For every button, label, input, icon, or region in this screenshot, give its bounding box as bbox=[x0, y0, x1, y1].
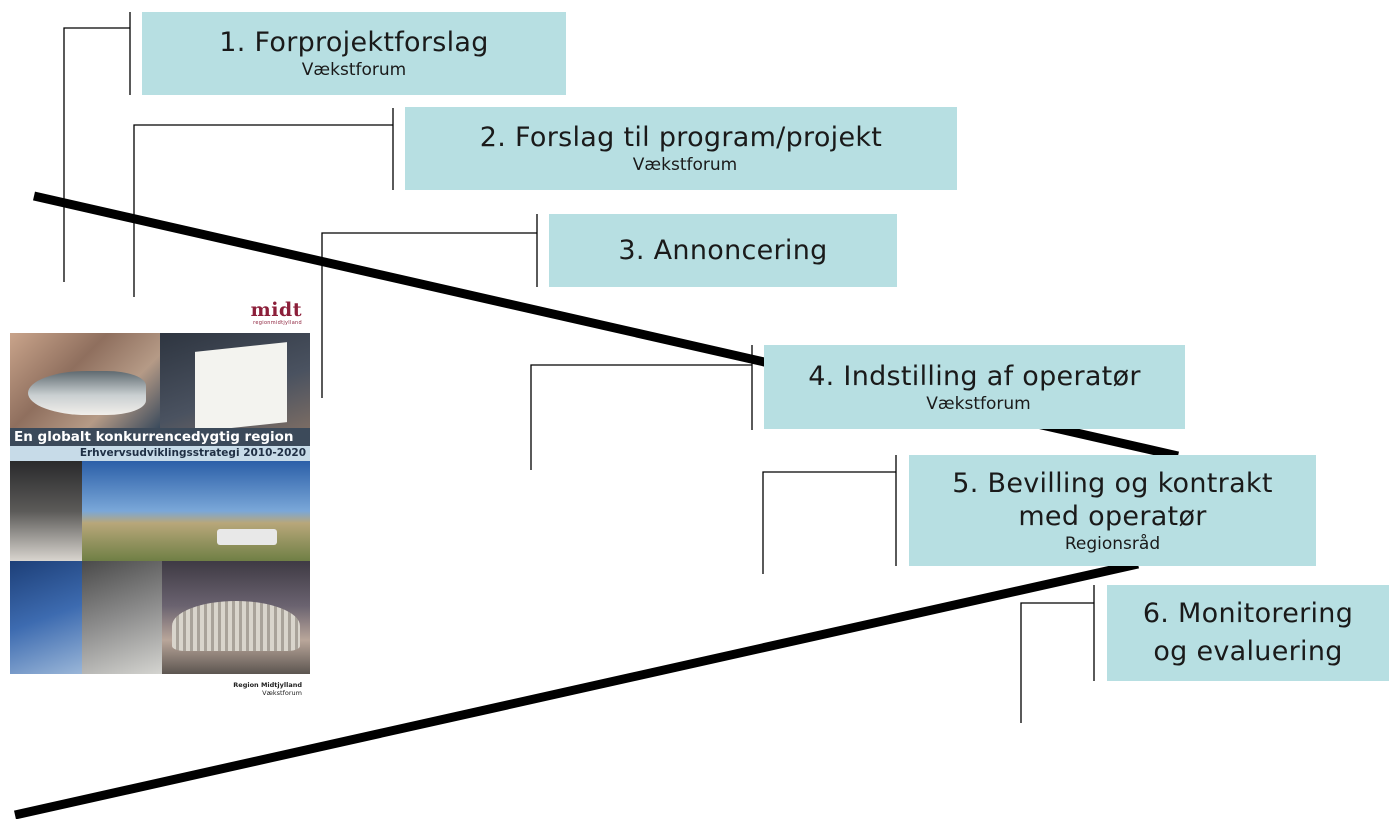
bracket-step-5 bbox=[762, 471, 896, 574]
step-2-box: 2. Forslag til program/projekt Vækstforu… bbox=[405, 107, 957, 190]
step-subtitle: Vækstforum bbox=[301, 60, 407, 80]
bracket-step-3 bbox=[321, 232, 537, 398]
cover-footer: Region Midtjylland Vækstforum bbox=[233, 681, 302, 697]
bracket-step-4 bbox=[530, 364, 752, 470]
step-6-box: 6. Monitorering og evaluering bbox=[1107, 585, 1389, 681]
logo-text: midt bbox=[250, 299, 302, 321]
fish-photo bbox=[10, 333, 160, 428]
field-truck-photo bbox=[82, 461, 310, 561]
step-title: 4. Indstilling af operatør bbox=[808, 360, 1141, 392]
lab-photo bbox=[10, 561, 82, 674]
step-4-box: 4. Indstilling af operatør Vækstforum bbox=[764, 345, 1185, 429]
funnel-lower-line bbox=[14, 559, 1139, 819]
strategy-brochure-cover: midt regionmidtjylland En globalt konkur… bbox=[10, 300, 312, 706]
step-subtitle: Vækstforum bbox=[632, 155, 738, 175]
step-5-box: 5. Bevilling og kontrakt med operatør Re… bbox=[909, 455, 1316, 566]
step-3-box: 3. Annoncering bbox=[549, 214, 897, 287]
step-title-line-2: og evaluering bbox=[1153, 636, 1343, 667]
whiteboard-photo bbox=[160, 333, 310, 428]
step-title: 3. Annoncering bbox=[618, 235, 828, 266]
cover-title: En globalt konkurrencedygtig region bbox=[10, 428, 310, 446]
building-photo bbox=[162, 561, 310, 674]
step-subtitle: Regionsråd bbox=[1064, 533, 1161, 554]
step-title-line-2: med operatør bbox=[1018, 500, 1207, 532]
region-logo: midt regionmidtjylland bbox=[251, 300, 302, 326]
footer-sub: Vækstforum bbox=[262, 689, 302, 697]
worker-photo bbox=[82, 561, 162, 674]
step-title-line-1: 6. Monitorering bbox=[1142, 598, 1354, 629]
bracket-step-1 bbox=[63, 27, 130, 282]
step-title: 2. Forslag til program/projekt bbox=[479, 122, 883, 153]
bracket-step-2 bbox=[133, 124, 393, 297]
step-title-line-1: 5. Bevilling og kontrakt bbox=[952, 467, 1273, 499]
waiter-photo bbox=[10, 461, 82, 561]
bracket-step-6 bbox=[1020, 602, 1094, 723]
footer-org: Region Midtjylland bbox=[233, 681, 302, 689]
cover-subtitle: Erhvervsudviklingsstrategi 2010-2020 bbox=[10, 446, 310, 461]
step-subtitle: Vækstforum bbox=[926, 393, 1031, 414]
step-1-box: 1. Forprojektforslag Vækstforum bbox=[142, 12, 566, 95]
logo-subtext: regionmidtjylland bbox=[253, 320, 302, 326]
step-title: 1. Forprojektforslag bbox=[219, 27, 489, 58]
